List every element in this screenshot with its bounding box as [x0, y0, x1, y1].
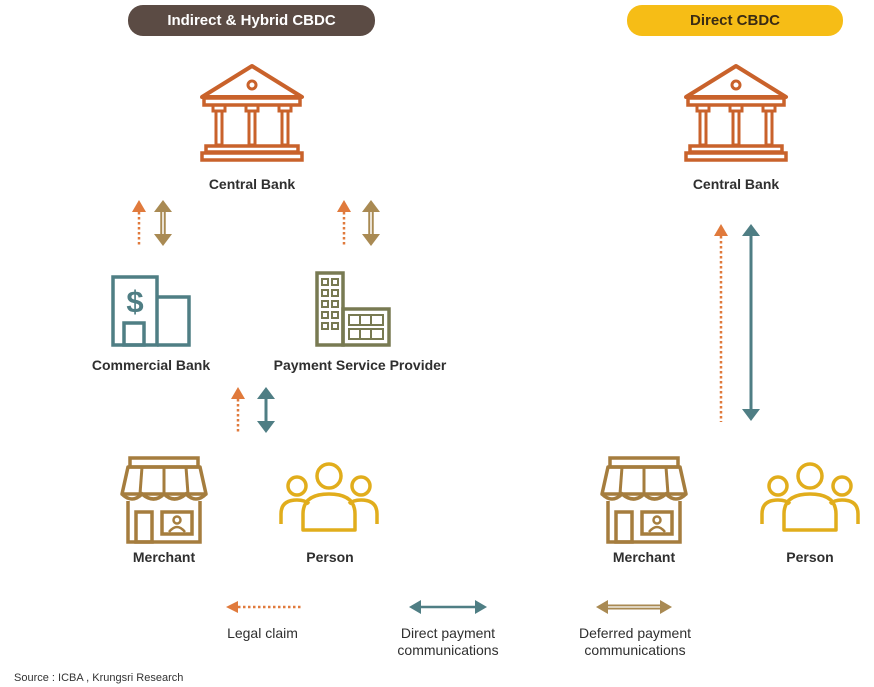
legend-legal-claim-symbol: [226, 601, 302, 613]
commercial-bank-icon: $: [111, 275, 191, 347]
central-bank-label: Central Bank: [208, 176, 296, 192]
direct-payment-arrow: [257, 387, 275, 433]
central-bank-icon: [684, 64, 788, 162]
svg-text:$: $: [126, 284, 143, 319]
legend-direct-payment-symbol: [409, 600, 487, 614]
psp-label: Payment Service Provider: [273, 357, 447, 373]
people-icon: [279, 462, 379, 532]
legend-legal-claim-label: Legal claim: [227, 625, 298, 641]
legend-direct-payment-label: Direct payment communications: [397, 625, 499, 658]
legal-claim-arrow: [714, 224, 728, 422]
people-icon: [760, 462, 860, 532]
legal-claim-arrow: [231, 387, 245, 433]
shop-icon: [120, 456, 208, 544]
direct-payment-arrow: [742, 224, 760, 421]
central-bank-label: Central Bank: [692, 176, 780, 192]
legend-deferred-payment-label: Deferred payment communications: [578, 625, 692, 658]
indirect-hybrid-header: Indirect & Hybrid CBDC: [128, 5, 375, 36]
deferred-payment-arrow: [154, 200, 172, 246]
legal-claim-arrow: [132, 200, 146, 246]
person-label: Person: [306, 549, 354, 565]
person-label: Person: [786, 549, 834, 565]
direct-header: Direct CBDC: [627, 5, 843, 36]
source-note: Source : ICBA , Krungsri Research: [14, 672, 184, 684]
deferred-payment-arrow: [362, 200, 380, 246]
shop-icon: [600, 456, 688, 544]
central-bank-icon: [200, 64, 304, 162]
legal-claim-arrow: [337, 200, 351, 246]
building-icon: [315, 271, 391, 347]
legend-deferred-payment-symbol: [596, 600, 672, 614]
commercial-bank-label: Commercial Bank: [91, 357, 211, 373]
merchant-label: Merchant: [612, 549, 676, 565]
merchant-label: Merchant: [132, 549, 196, 565]
